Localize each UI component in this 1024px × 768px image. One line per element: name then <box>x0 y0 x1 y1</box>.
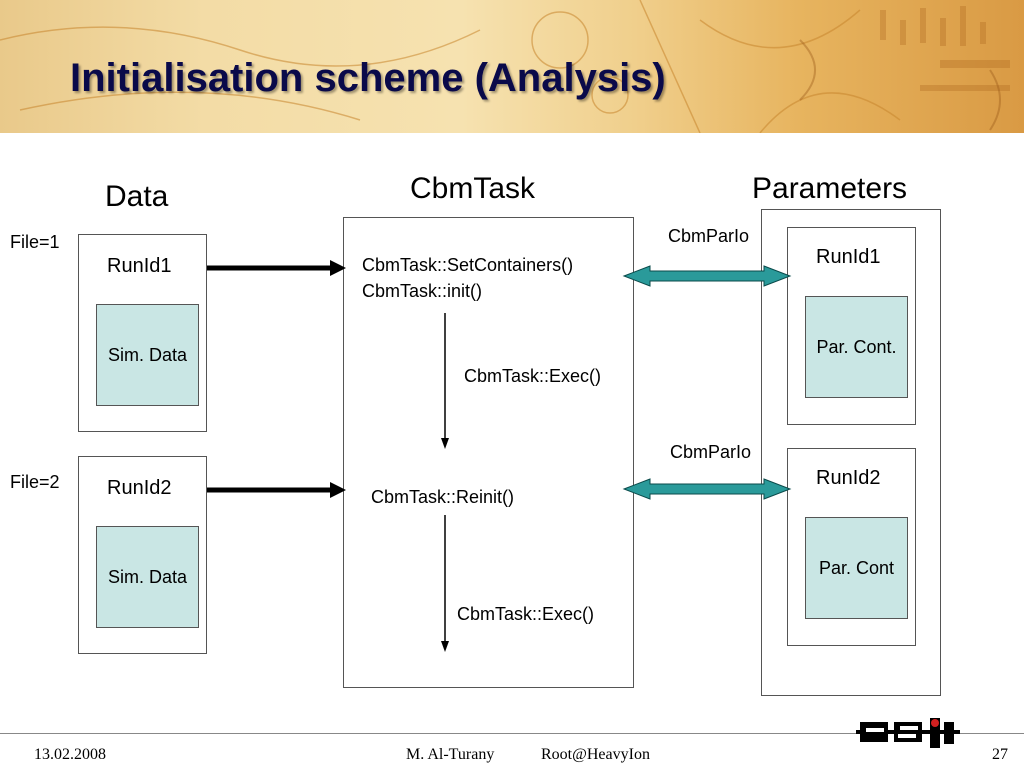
file2-label: File=2 <box>10 472 60 492</box>
data-run1-content: Sim. Data <box>96 304 199 406</box>
par-run1-content-text: Par. Cont. <box>816 336 897 357</box>
data-column-heading: Data <box>105 180 169 213</box>
exec-call-2: CbmTask::Exec() <box>457 604 595 624</box>
parameters-outer-box: RunId1 Par. Cont. RunId2 Par. Cont <box>761 209 941 696</box>
par-run1-box: RunId1 Par. Cont. <box>787 227 916 425</box>
footer-page-number: 27 <box>992 746 1008 763</box>
header-decoration <box>0 0 1010 133</box>
data-run1-label: RunId1 <box>107 255 172 277</box>
par-io-label-2: CbmParIo <box>670 442 752 462</box>
set-containers-call: CbmTask::SetContainers() <box>362 255 574 275</box>
footer-date: 13.02.2008 <box>34 746 106 763</box>
par-run2-content-text: Par. Cont <box>818 557 895 578</box>
par-io-label-1: CbmParIo <box>668 226 750 246</box>
init-call: CbmTask::init() <box>362 281 483 301</box>
data-run2-content-text: Sim. Data <box>107 566 188 587</box>
data-run2-box: RunId2 Sim. Data <box>78 456 207 654</box>
par-run2-box: RunId2 Par. Cont <box>787 448 916 646</box>
par-run1-content: Par. Cont. <box>805 296 908 398</box>
par-run2-label: RunId2 <box>816 467 881 489</box>
data-to-task-arrow-1 <box>207 260 346 276</box>
file1-label: File=1 <box>10 232 60 252</box>
task-box: CbmTask::SetContainers() CbmTask::init()… <box>343 217 634 688</box>
data-run1-box: RunId1 Sim. Data <box>78 234 207 432</box>
data-run1-content-text: Sim. Data <box>107 344 188 365</box>
footer-author: M. Al-Turany <box>406 746 495 763</box>
footer-divider <box>0 733 1024 734</box>
gsi-logo-graphic <box>856 718 960 748</box>
exec-call-1: CbmTask::Exec() <box>464 366 602 386</box>
gsi-logo <box>856 718 960 748</box>
data-to-task-arrow-2 <box>207 482 346 498</box>
par-run2-content: Par. Cont <box>805 517 908 619</box>
parameters-column-heading: Parameters <box>752 172 908 205</box>
slide-title: Initialisation scheme (Analysis) <box>70 56 666 100</box>
par-run1-label: RunId1 <box>816 246 881 268</box>
header-banner: Initialisation scheme (Analysis) <box>0 0 1024 133</box>
reinit-call: CbmTask::Reinit() <box>371 487 515 507</box>
data-run2-content: Sim. Data <box>96 526 199 628</box>
data-run2-label: RunId2 <box>107 477 172 499</box>
footer-event: Root@HeavyIon <box>541 746 650 763</box>
task-column-heading: CbmTask <box>410 172 536 205</box>
